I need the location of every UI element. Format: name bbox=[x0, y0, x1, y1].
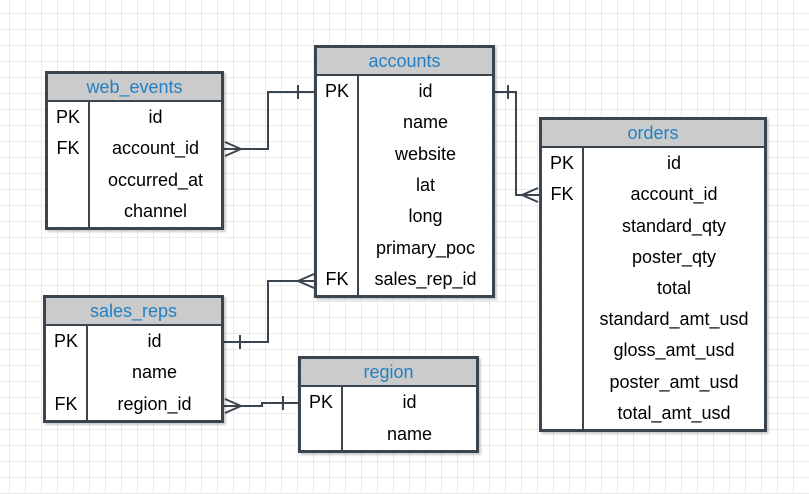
relationship-sales-reps-region[interactable] bbox=[224, 396, 298, 414]
field-cell: poster_qty bbox=[631, 246, 717, 267]
key-cell bbox=[48, 196, 88, 227]
key-column: PK FK bbox=[46, 326, 88, 420]
key-cell bbox=[542, 242, 582, 273]
field-cell: id bbox=[402, 392, 417, 413]
key-cell bbox=[48, 165, 88, 196]
key-cell bbox=[46, 357, 86, 388]
entity-title: accounts bbox=[317, 48, 492, 76]
key-cell: PK bbox=[55, 107, 80, 128]
field-cell: region_id bbox=[117, 393, 192, 414]
field-cell: website bbox=[394, 143, 457, 164]
key-column: PK FK bbox=[317, 76, 359, 295]
field-column: id account_id standard_qty poster_qty to… bbox=[584, 148, 764, 429]
field-cell: name bbox=[131, 362, 178, 383]
entity-body: PK FK id account_id standard_qty poster_… bbox=[542, 148, 764, 429]
field-cell: name bbox=[386, 423, 433, 444]
field-cell: channel bbox=[123, 200, 188, 221]
key-cell: FK bbox=[325, 268, 349, 289]
field-cell: total_amt_usd bbox=[617, 402, 731, 423]
key-cell: FK bbox=[54, 393, 78, 414]
key-cell: PK bbox=[53, 331, 78, 352]
entity-body: PK FK id account_id occurred_at channel bbox=[48, 102, 221, 227]
field-cell: account_id bbox=[111, 138, 200, 159]
key-cell bbox=[542, 273, 582, 304]
field-cell: total bbox=[656, 277, 692, 298]
field-cell: long bbox=[408, 206, 443, 227]
key-cell bbox=[317, 232, 357, 263]
entity-web-events[interactable]: web_events PK FK id account_id occurred_… bbox=[45, 71, 224, 230]
entity-sales-reps[interactable]: sales_reps PK FK id name region_id bbox=[43, 295, 224, 423]
key-cell bbox=[317, 170, 357, 201]
field-cell: lat bbox=[415, 174, 435, 195]
field-cell: id bbox=[148, 107, 163, 128]
field-column: id name website lat long primary_poc sal… bbox=[359, 76, 492, 295]
entity-body: PK FK id name region_id bbox=[46, 326, 221, 420]
entity-title: sales_reps bbox=[46, 298, 221, 326]
crows-foot-many-icon bbox=[224, 398, 242, 414]
key-cell: FK bbox=[550, 184, 574, 205]
crows-foot-many-icon bbox=[521, 187, 539, 203]
relationship-accounts-orders[interactable] bbox=[495, 85, 539, 203]
key-column: PK bbox=[301, 387, 343, 450]
key-cell bbox=[542, 304, 582, 335]
entity-orders[interactable]: orders PK FK id account_id standard_qty … bbox=[539, 117, 767, 432]
key-cell bbox=[542, 367, 582, 398]
key-cell bbox=[317, 201, 357, 232]
entity-title: orders bbox=[542, 120, 764, 148]
key-cell: PK bbox=[308, 392, 333, 413]
entity-accounts[interactable]: accounts PK FK id name website lat long … bbox=[314, 45, 495, 298]
key-cell: PK bbox=[324, 81, 349, 102]
key-cell bbox=[542, 398, 582, 429]
field-cell: id bbox=[418, 81, 433, 102]
field-cell: id bbox=[666, 153, 681, 174]
field-cell: sales_rep_id bbox=[374, 268, 477, 289]
field-cell: occurred_at bbox=[107, 169, 204, 190]
field-column: id name region_id bbox=[88, 326, 221, 420]
field-cell: standard_amt_usd bbox=[599, 309, 749, 330]
crows-foot-many-icon bbox=[297, 273, 315, 289]
entity-title: web_events bbox=[48, 74, 221, 102]
field-cell: gloss_amt_usd bbox=[613, 340, 735, 361]
key-cell: PK bbox=[549, 153, 574, 174]
key-cell bbox=[542, 335, 582, 366]
field-cell: name bbox=[402, 112, 449, 133]
key-column: PK FK bbox=[542, 148, 584, 429]
key-cell bbox=[301, 419, 341, 451]
field-cell: primary_poc bbox=[375, 237, 476, 258]
crows-foot-many-icon bbox=[224, 141, 242, 157]
entity-body: PK FK id name website lat long primary_p… bbox=[317, 76, 492, 295]
field-column: id name bbox=[343, 387, 476, 450]
relationship-web-events-accounts[interactable] bbox=[224, 85, 314, 157]
entity-title: region bbox=[301, 359, 476, 387]
key-cell: FK bbox=[56, 138, 80, 159]
field-cell: standard_qty bbox=[621, 215, 727, 236]
relationship-sales-reps-accounts[interactable] bbox=[224, 273, 315, 349]
key-cell bbox=[317, 139, 357, 170]
entity-body: PK id name bbox=[301, 387, 476, 450]
field-column: id account_id occurred_at channel bbox=[90, 102, 221, 227]
key-cell bbox=[317, 107, 357, 138]
entity-region[interactable]: region PK id name bbox=[298, 356, 479, 453]
field-cell: account_id bbox=[630, 184, 718, 205]
key-cell bbox=[542, 210, 582, 241]
field-cell: poster_amt_usd bbox=[609, 371, 739, 392]
field-cell: id bbox=[147, 331, 162, 352]
key-column: PK FK bbox=[48, 102, 90, 227]
